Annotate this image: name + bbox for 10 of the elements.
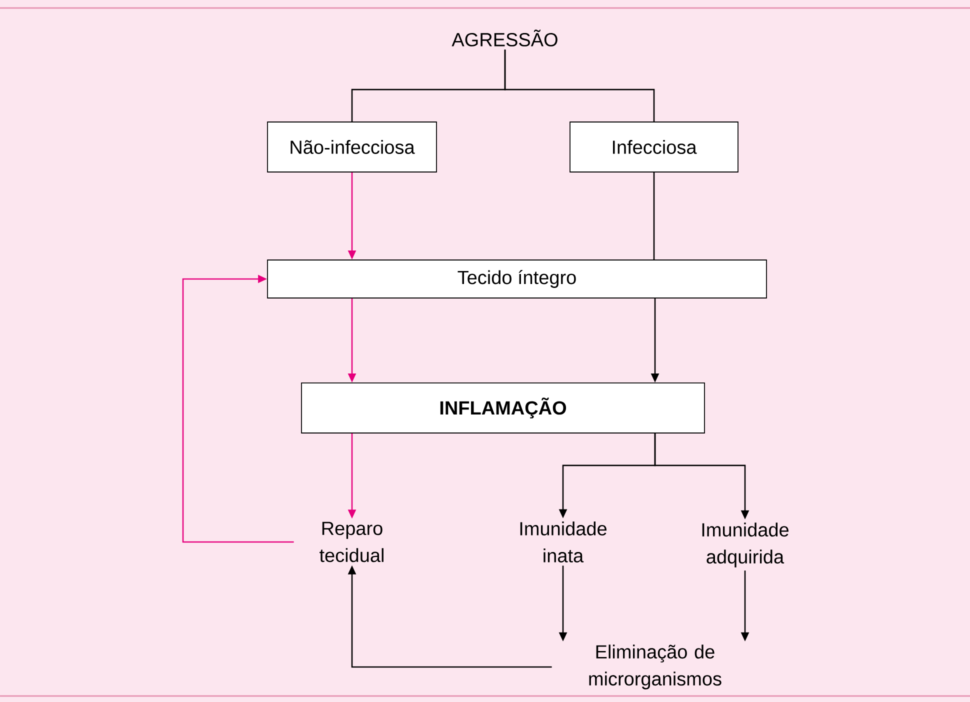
- process-box: Infecciosa: [570, 122, 738, 172]
- node-label: Reparo tecidual: [320, 522, 384, 562]
- node-label: Eliminação de microrganismos: [589, 644, 722, 690]
- arrow: [182, 274, 294, 543]
- process-box: Tecido íntegro: [267, 260, 767, 298]
- process-box: Não-infecciosa: [267, 122, 437, 172]
- node-label: Imunidade inata: [520, 522, 606, 562]
- node-label: AGRESSÃO: [452, 30, 558, 46]
- node-label: Imunidade adquirida: [702, 522, 788, 568]
- process-box: INFLAMAÇÃO: [301, 382, 705, 434]
